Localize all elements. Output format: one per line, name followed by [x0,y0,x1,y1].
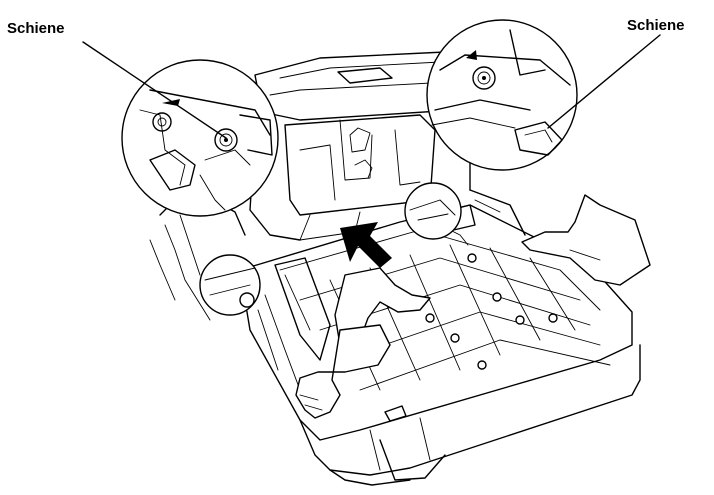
hands [295,194,651,419]
rail-label-right: Schiene [627,17,685,34]
detail-circle-tray-right [404,182,462,240]
detail-arrow-icon [466,50,477,60]
display-window [337,67,393,84]
tray-latch [384,405,407,422]
rail-label-left: Schiene [7,20,65,37]
insert-arrow-icon [340,222,392,268]
detail-magnifier-right [426,19,578,171]
detail-magnifier-left [121,59,279,217]
leader-line-right [547,34,661,129]
printer-body [149,51,526,321]
leader-line-left [82,41,227,139]
